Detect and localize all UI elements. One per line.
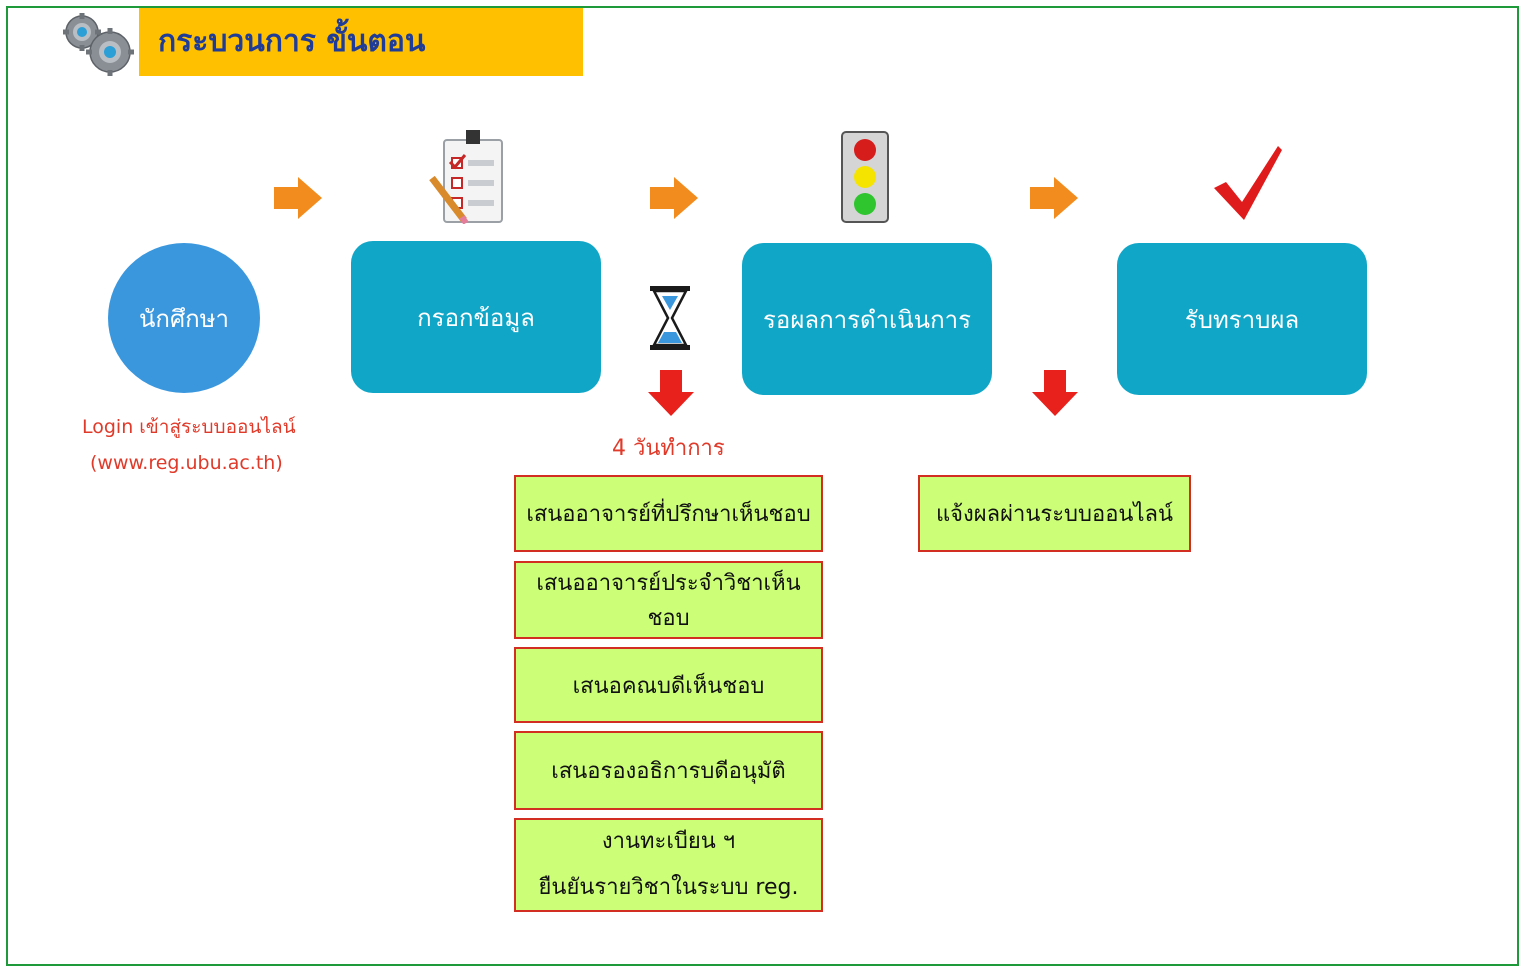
approval-step-text: งานทะเบียน ฯ (601, 829, 736, 854)
approval-step-text: เสนอรองอธิการบดีอนุมัติ (551, 759, 786, 784)
checkmark-icon (1214, 146, 1282, 220)
title-banner (139, 8, 583, 76)
receive-result-node: รับทราบผล (1117, 243, 1367, 395)
notify-box: แจ้งผลผ่านระบบออนไลน์ (918, 475, 1191, 552)
arrow-right-icon (650, 177, 698, 219)
approval-step: เสนอรองอธิการบดีอนุมัติ (514, 731, 823, 810)
approval-step: เสนออาจารย์ที่ปรึกษาเห็นชอบ (514, 475, 823, 552)
approval-step: เสนอคณบดีเห็นชอบ (514, 647, 823, 723)
fill-info-node: กรอกข้อมูล (351, 241, 601, 393)
approval-step-text: เสนออาจารย์ที่ปรึกษาเห็นชอบ (526, 502, 811, 527)
duration-label: 4 วันทำการ (612, 436, 725, 461)
arrow-right-icon (1030, 177, 1078, 219)
approval-step-text: เสนออาจารย์ประจำวิชาเห็นชอบ (536, 571, 801, 631)
login-url: (www.reg.ubu.ac.th) (90, 452, 283, 474)
arrow-down-icon (648, 370, 694, 416)
approval-step-text: เสนอคณบดีเห็นชอบ (572, 673, 765, 699)
notify-text: แจ้งผลผ่านระบบออนไลน์ (935, 502, 1174, 527)
wait-result-node: รอผลการดำเนินการ (742, 243, 992, 395)
traffic-light-icon (841, 131, 889, 223)
arrow-right-icon (274, 177, 322, 219)
arrow-down-icon (1032, 370, 1078, 416)
page-title: กระบวนการ ขั้นตอน (158, 24, 426, 59)
hourglass-icon (650, 286, 690, 350)
approval-step: เสนออาจารย์ประจำวิชาเห็นชอบ (514, 561, 823, 639)
login-text: Login เข้าสู่ระบบออนไลน์ (82, 416, 296, 438)
approval-step: งานทะเบียน ฯ ยืนยันรายวิชาในระบบ reg. (514, 818, 823, 912)
student-node: นักศึกษา (108, 243, 260, 393)
approval-step-text-line2: ยืนยันรายวิชาในระบบ reg. (538, 875, 799, 900)
checklist-icon (429, 130, 503, 224)
gears-icon (63, 13, 134, 76)
